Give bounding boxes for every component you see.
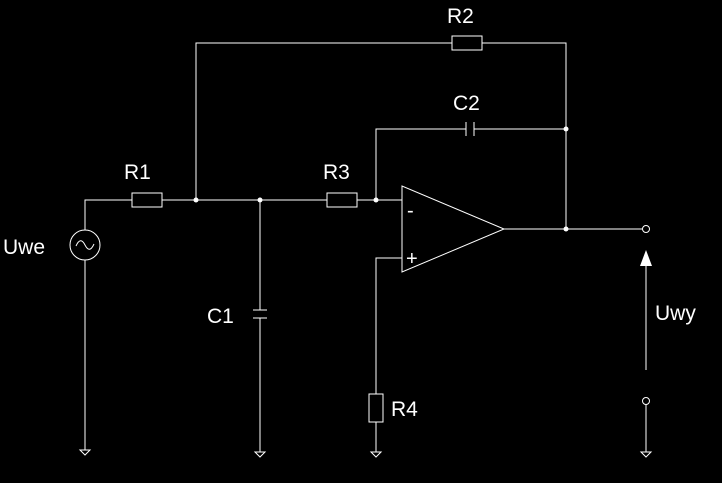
ground-icon — [639, 451, 653, 458]
capacitor-c2 — [465, 122, 475, 136]
wire-c2-left — [375, 128, 466, 200]
junction-dot — [563, 126, 569, 132]
junction-dot — [257, 197, 263, 203]
capacitor-c1 — [253, 309, 267, 319]
label-output-voltage: Uwy — [655, 302, 696, 325]
label-c1: C1 — [207, 305, 234, 328]
ground-symbols — [78, 449, 653, 458]
ground-icon — [253, 451, 267, 458]
output-voltage-arrow-icon — [640, 250, 652, 370]
output-terminal-bottom — [642, 397, 650, 405]
label-r4: R4 — [391, 398, 418, 421]
wire-r2-left — [195, 42, 452, 200]
resistor-r2 — [451, 35, 483, 51]
junction-dot — [563, 226, 569, 232]
opamp-inverting-sign: - — [407, 200, 414, 222]
resistor-r3 — [326, 192, 358, 208]
label-c2: C2 — [453, 92, 480, 115]
label-r2: R2 — [447, 5, 474, 28]
resistor-r1 — [131, 192, 163, 208]
label-r1: R1 — [124, 161, 151, 184]
junction-dot — [193, 197, 199, 203]
junctions — [193, 126, 569, 232]
wire-source-to-r1 — [84, 199, 132, 230]
wire-noninv-to-r4 — [375, 257, 402, 394]
resistor-r4 — [368, 393, 384, 423]
ground-icon — [369, 451, 383, 458]
opamp-triangle — [401, 185, 506, 273]
wire-r2-right — [482, 42, 567, 229]
label-r3: R3 — [323, 161, 350, 184]
opamp-noninverting-sign: + — [406, 248, 418, 270]
junction-dot — [373, 197, 379, 203]
label-source-voltage: Uwe — [3, 236, 45, 259]
wires — [84, 42, 647, 452]
output-terminal-top — [642, 225, 650, 233]
ground-icon — [78, 449, 92, 456]
ac-source-icon — [69, 229, 101, 261]
